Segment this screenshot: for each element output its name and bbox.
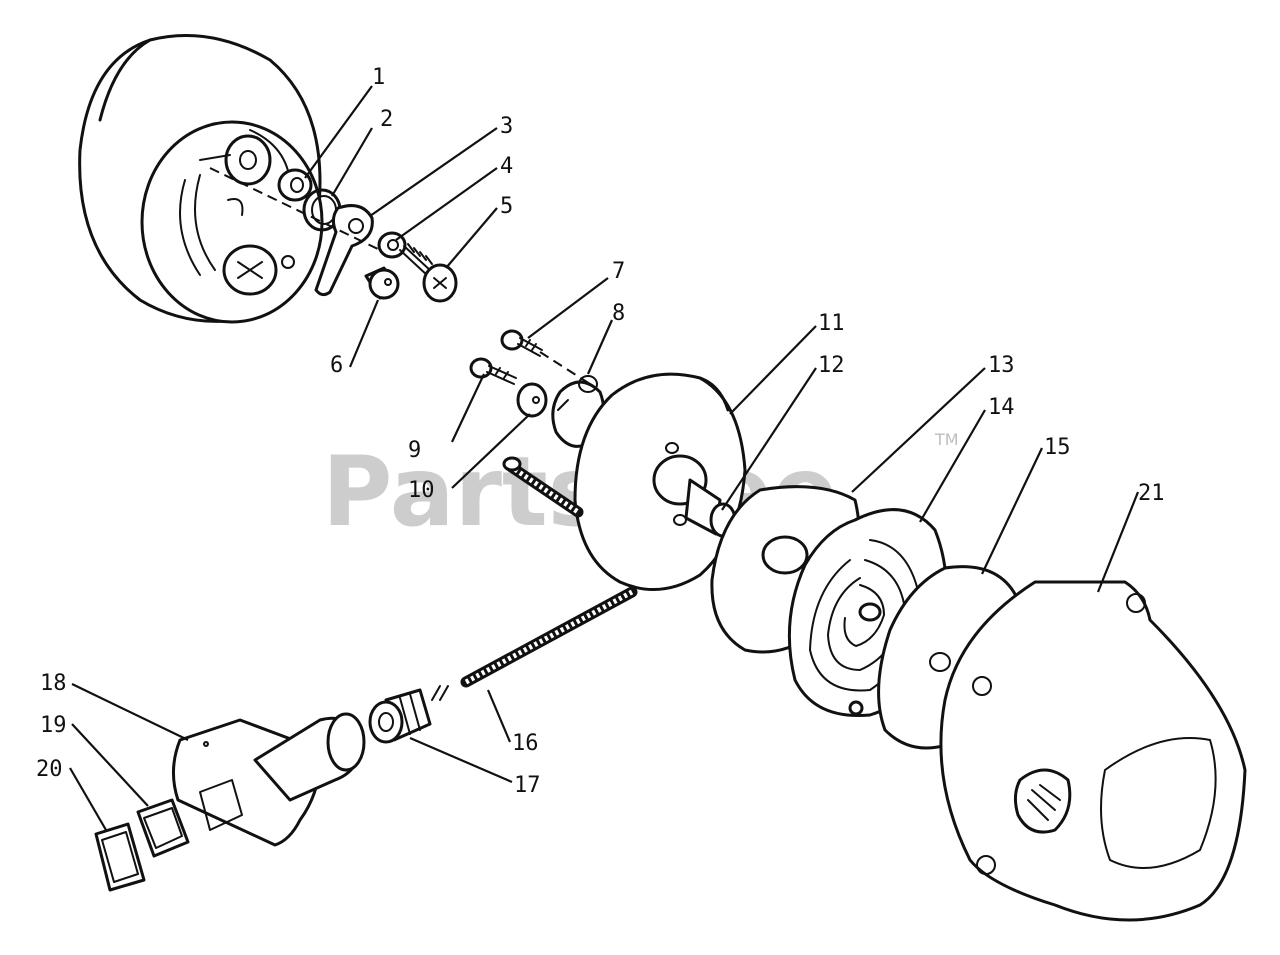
- part-7-screw: [500, 329, 543, 357]
- callout-13: 13: [988, 353, 1015, 378]
- callout-4: 4: [500, 154, 513, 179]
- part-5-screw: [399, 243, 458, 303]
- part-17-bushing: [368, 688, 432, 744]
- part-3-pawl: [314, 204, 374, 297]
- part-1-washer: [277, 168, 313, 202]
- callout-9: 9: [408, 438, 421, 463]
- part-11-reel: [573, 372, 747, 592]
- callout-16: 16: [512, 731, 539, 756]
- callout-8: 8: [612, 301, 625, 326]
- part-10-washer: [516, 382, 548, 418]
- callout-12: 12: [818, 353, 845, 378]
- part-20-cap: [94, 822, 146, 892]
- callout-7: 7: [612, 259, 625, 284]
- callout-1: 1: [372, 65, 385, 90]
- callout-5: 5: [500, 194, 513, 219]
- part-18-handle: [172, 712, 366, 847]
- rope-end-upper: [502, 456, 584, 518]
- callout-15: 15: [1044, 435, 1071, 460]
- callout-11: 11: [818, 311, 845, 336]
- callout-17: 17: [514, 773, 541, 798]
- callout-21: 21: [1138, 481, 1165, 506]
- callout-3: 3: [500, 114, 513, 139]
- callout-labels: 1 2 3 4 5 6 7 8 9 10 11 12 13 14 15 16 1…: [36, 65, 1165, 798]
- part-6-collar: [364, 266, 400, 300]
- part-21-housing: [939, 580, 1247, 922]
- callout-10: 10: [408, 478, 435, 503]
- leader-lines: [69, 85, 1140, 831]
- callout-18: 18: [40, 671, 67, 696]
- clutch-drum-assembly: [78, 34, 324, 324]
- callout-20: 20: [36, 757, 63, 782]
- callout-14: 14: [988, 395, 1015, 420]
- watermark-trademark: TM: [934, 430, 959, 449]
- part-9-screw: [469, 357, 517, 385]
- part-16-rope: [431, 586, 638, 701]
- callout-6: 6: [330, 353, 343, 378]
- callout-19: 19: [40, 713, 67, 738]
- part-19-insert: [136, 798, 190, 858]
- callout-2: 2: [380, 107, 393, 132]
